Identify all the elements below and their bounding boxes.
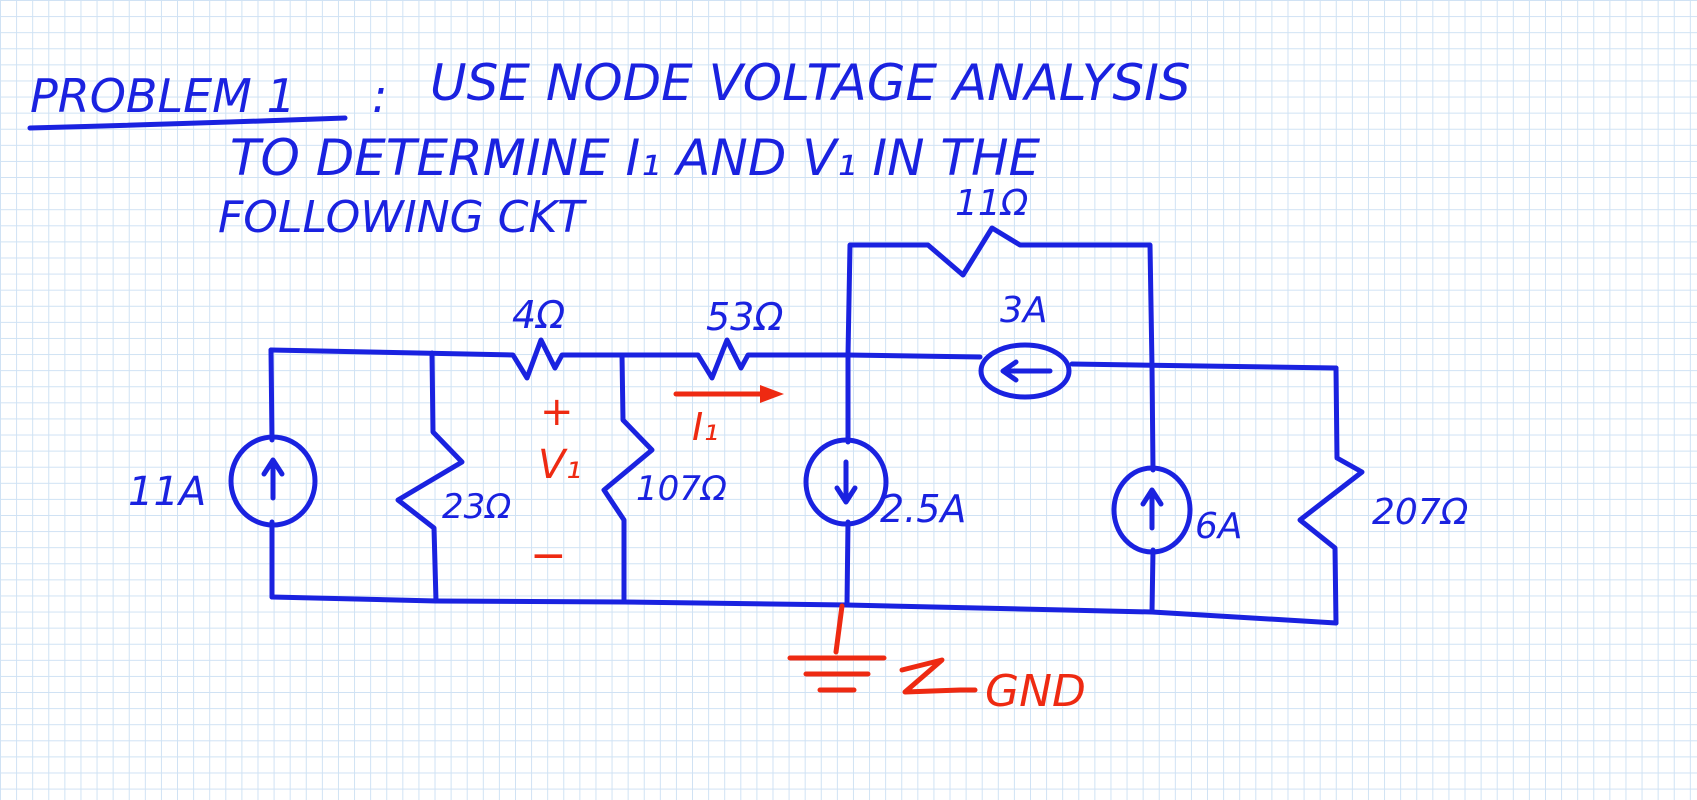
source-6a (1111, 465, 1193, 555)
label-r-11: 11Ω (955, 183, 1029, 224)
label-v1: V₁ (538, 442, 581, 488)
label-r-53: 53Ω (706, 295, 783, 339)
source-3a-circle (978, 342, 1072, 400)
source-11a-circle (228, 434, 318, 528)
circuit-wires (268, 225, 1365, 626)
branch-2-5a-lower (844, 519, 851, 608)
source-6a-circle (1111, 465, 1193, 555)
problem-label-underline (27, 115, 348, 131)
source-11a (228, 434, 318, 528)
branch-11a (268, 347, 275, 443)
problem-colon: : (372, 69, 388, 123)
polarity-minus: − (530, 530, 567, 581)
branch-6a (1149, 363, 1156, 473)
label-src-2-5a: 2.5A (880, 487, 966, 531)
heading-line-1: USE NODE VOLTAGE ANALYSIS (430, 54, 1191, 112)
top-rail-right (845, 352, 983, 360)
label-gnd: GND (985, 666, 1086, 717)
branch-23ohm (395, 350, 465, 604)
polarity-plus: + (540, 389, 574, 435)
label-r-23: 23Ω (442, 487, 511, 527)
squiggle-pointer-icon (899, 657, 978, 695)
label-r-107: 107Ω (636, 469, 727, 509)
arrow-left-icon (1000, 359, 1053, 383)
branch-107ohm (601, 352, 655, 605)
top-rail-left (268, 337, 851, 381)
source-2-5a (803, 437, 889, 527)
arrow-down-icon (834, 459, 858, 505)
branch-6a-lower (1149, 547, 1156, 615)
label-i1: I₁ (692, 405, 718, 449)
problem-heading: PROBLEM 1 : USE NODE VOLTAGE ANALYSIS TO… (27, 54, 1191, 243)
heading-line-2: TO DETERMINE I₁ AND V₁ IN THE (230, 129, 1041, 187)
bottom-rail (269, 594, 1339, 626)
arrow-up-icon (261, 457, 285, 501)
red-annotations: + V₁ − I₁ GND (530, 385, 1086, 717)
ground-icon (787, 603, 887, 693)
problem-label: PROBLEM 1 (30, 69, 296, 123)
label-r-207: 207Ω (1372, 492, 1469, 533)
branch-207ohm (1297, 365, 1365, 626)
arrow-right-icon (760, 385, 784, 403)
label-r-4: 4Ω (512, 293, 565, 337)
arrow-up-icon (1140, 487, 1164, 531)
label-src-3a: 3A (1000, 290, 1048, 331)
source-2-5a-circle (803, 437, 889, 527)
top-rail-right-2 (1069, 361, 1339, 371)
component-labels: 11Ω 4Ω 53Ω 3A 11A 23Ω 107Ω 2.5A 6A 207Ω (128, 183, 1469, 547)
source-3a (978, 342, 1072, 400)
upper-branch-11ohm (845, 225, 1155, 369)
heading-line-3: FOLLOWING CKT (218, 192, 587, 243)
label-src-6a: 6A (1195, 506, 1243, 547)
label-src-11a: 11A (128, 469, 206, 515)
